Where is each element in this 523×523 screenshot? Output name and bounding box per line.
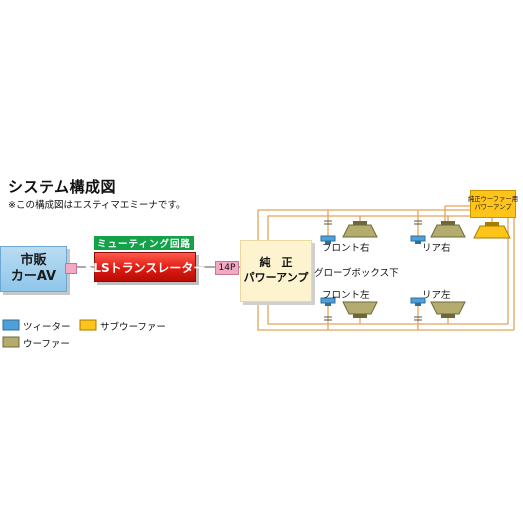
legend-tweeter-swatch — [2, 319, 20, 331]
amp-line1: 純 正 — [259, 256, 293, 270]
label-rear-left: リア左 — [422, 290, 451, 301]
label-front-left: フロント左 — [322, 290, 370, 301]
connector-14p: 14P — [215, 261, 239, 275]
legend-woofer-swatch — [2, 336, 20, 348]
muting-circuit-label: ミューティング回路 — [94, 236, 194, 250]
car-av-line2: カーAV — [10, 269, 57, 284]
legend-tweeter-label: ツィーター — [23, 322, 71, 333]
sub-amp-line2: パワーアンプ — [474, 204, 512, 211]
sub-amp-line1: 純正ウーファー用 — [468, 196, 518, 204]
sub-amp-box: 純正ウーファー用 パワーアンプ — [468, 190, 518, 218]
label-rear-right: リア右 — [422, 243, 451, 254]
capacitor-icons — [324, 220, 422, 321]
tweeter-rear-right-icon — [410, 235, 426, 244]
woofer-front-left-icon — [342, 301, 378, 318]
legend-subwoofer-label: サブウーファー — [100, 322, 166, 333]
woofer-rear-right-icon — [430, 221, 466, 238]
sls-translator-box: SLSトランスレーター — [85, 252, 205, 282]
diagram-title: システム構成図 — [8, 178, 117, 196]
amp-line2: パワーアンプ — [243, 271, 309, 284]
car-av-line1: 市販 — [20, 253, 47, 269]
diagram-note: ※この構成図はエスティマエミーナです。 — [8, 200, 186, 211]
factory-power-amp-box: 純 正 パワーアンプ — [240, 240, 312, 302]
woofer-front-right-icon — [342, 221, 378, 238]
tweeter-rear-left-icon — [410, 297, 426, 306]
label-front-right: フロント右 — [322, 243, 370, 254]
tweeter-front-right-icon — [320, 235, 336, 244]
glovebox-label: グローブボックス下 — [314, 268, 399, 279]
legend-subwoofer-swatch — [79, 319, 97, 331]
car-av-connector — [65, 263, 77, 274]
subwoofer-icon — [473, 222, 511, 239]
car-av-box: 市販 カーAV — [0, 246, 67, 292]
woofer-rear-left-icon — [430, 301, 466, 318]
legend-woofer-label: ウーファー — [23, 339, 70, 350]
tweeter-front-left-icon — [320, 297, 336, 306]
